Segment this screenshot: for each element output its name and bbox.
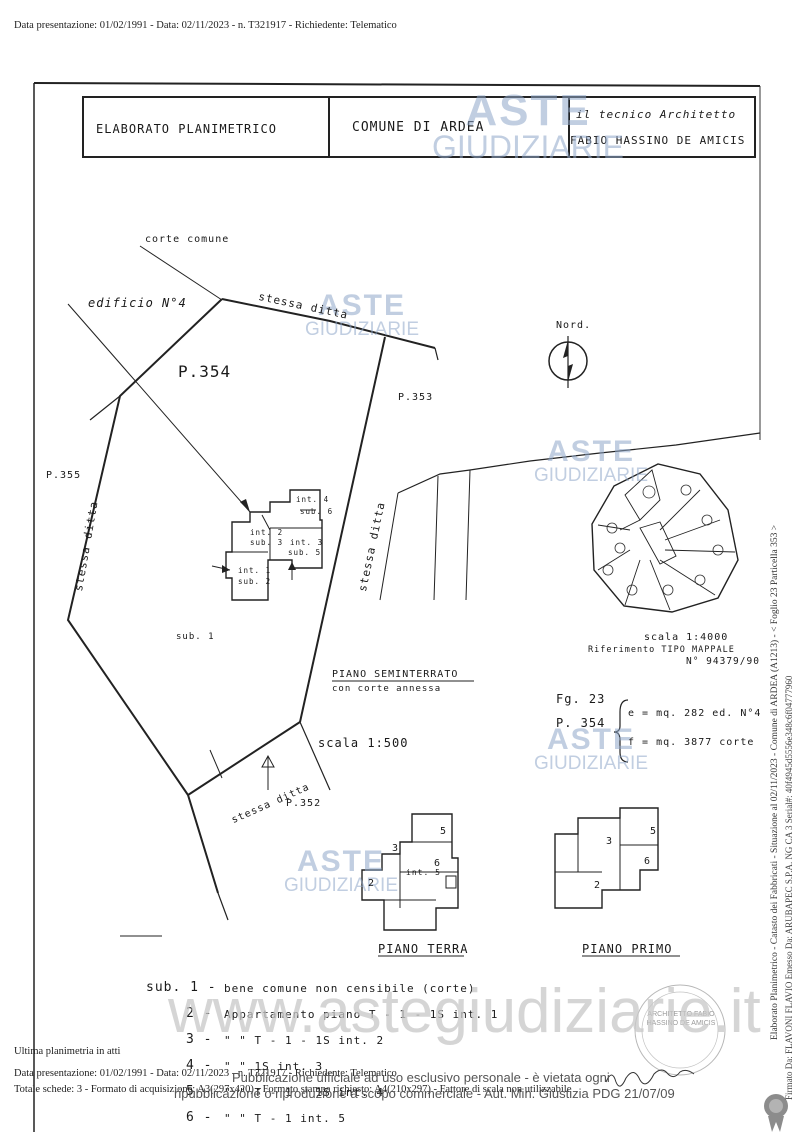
sub-list-text-3: " " T - 1 - 1S int. 2 xyxy=(224,1034,385,1047)
numero-tipo-label: N° 94379/90 xyxy=(686,656,760,667)
sub-list-text-1: bene comune non censibile (corte) xyxy=(224,982,476,995)
sub-list-num-1: sub. 1 - xyxy=(146,980,217,995)
title-block: ELABORATO PLANIMETRICO COMUNE DI ARDEA i… xyxy=(82,96,756,158)
sub-list-num-6: 6 - xyxy=(186,1110,213,1125)
nord-label: Nord. xyxy=(556,320,592,331)
floor-primo-n3: 3 xyxy=(606,836,614,847)
sub5-label: sub. 5 xyxy=(288,548,322,557)
elaborato-title: ELABORATO PLANIMETRICO xyxy=(96,122,277,136)
title-cell-tecnico: il tecnico Architetto FABIO HASSINO DE A… xyxy=(570,98,754,156)
floor-terra-n3: 3 xyxy=(392,843,400,854)
legend-f-label: f = mq. 3877 corte xyxy=(628,737,755,748)
header-line: Data presentazione: 01/02/1991 - Data: 0… xyxy=(14,20,397,31)
publication-notice-2: ripubblicazione o riproduzione a scopo c… xyxy=(174,1086,675,1101)
piano-terra-label: PIANO TERRA xyxy=(378,942,469,956)
stamp-text: ARCHITETTO FABIO HASSINO DE AMICIS xyxy=(646,1011,716,1028)
sub2-label: sub. 2 xyxy=(238,577,272,586)
title-cell-comune: COMUNE DI ARDEA xyxy=(330,98,570,156)
sub3-label: sub. 3 xyxy=(250,538,284,547)
floor-terra-n2: 2 xyxy=(368,878,376,889)
sub-list-text-2: Appartamento piano T - 1 - 1S int. 1 xyxy=(224,1008,499,1021)
publication-notice-1: Pubblicazione ufficiale ad uso esclusivo… xyxy=(232,1070,610,1085)
int3-label: int. 3 xyxy=(290,538,324,547)
floor-primo-n5: 5 xyxy=(650,826,658,837)
sub-list-text-6: " " T - 1 int. 5 xyxy=(224,1112,346,1125)
p354-legend-label: P. 354 xyxy=(556,716,606,730)
floor-primo-n2: 2 xyxy=(594,880,602,891)
title-cell-elaborato: ELABORATO PLANIMETRICO xyxy=(84,98,330,156)
sub-list-num-3: 3 - xyxy=(186,1032,213,1047)
int4-label: int. 4 xyxy=(296,495,330,504)
ultima-planimetria: Ultima planimetria in atti xyxy=(14,1046,121,1057)
sub-list-text-5: " " T - 1 - 1S int. 4 xyxy=(224,1086,385,1099)
p353-label: P.353 xyxy=(398,392,434,403)
int2-label: int. 2 xyxy=(250,528,284,537)
scala-500-label: scala 1:500 xyxy=(318,736,409,750)
sub-list-num-4: 4 - xyxy=(186,1058,213,1073)
floor-primo-n6: 6 xyxy=(644,856,652,867)
legend-e-label: e = mq. 282 ed. N°4 xyxy=(628,708,762,719)
site-watermark: www.astegiudiziarie.it xyxy=(168,977,761,1046)
side-text-firmato: Firmato Da: FLAVONI FLAVIO Emesso Da: AR… xyxy=(784,675,794,1100)
piano-seminterrato-label: PIANO SEMINTERRATO xyxy=(332,669,459,680)
floor-terra-n6: 6 xyxy=(434,858,442,869)
edificio-label: edificio N°4 xyxy=(88,296,187,310)
scala-4000-label: scala 1:4000 xyxy=(644,632,729,643)
footer-line-1: Data presentazione: 01/02/1991 - Data: 0… xyxy=(14,1068,397,1079)
sub-list-num-5: 5 - xyxy=(186,1084,213,1099)
sub6-label: sub. 6 xyxy=(300,507,334,516)
tecnico-line-1: il tecnico Architetto xyxy=(576,108,737,121)
p354-label: P.354 xyxy=(178,362,232,381)
p352-label: P.352 xyxy=(286,798,322,809)
con-corte-label: con corte annessa xyxy=(332,684,442,694)
sub-list-num-2: 2 - xyxy=(186,1006,213,1021)
sub-list-text-4: " " 1S int. 3 xyxy=(224,1060,324,1073)
floor-terra-n5: 5 xyxy=(440,826,448,837)
riferimento-label: Riferimento TIPO MAPPALE xyxy=(588,645,735,655)
footer-line-2: Totale schede: 3 - Formato di acquisizio… xyxy=(14,1084,572,1095)
corte-comune-label: corte comune xyxy=(145,234,230,245)
fg-label: Fg. 23 xyxy=(556,692,606,706)
comune-title: COMUNE DI ARDEA xyxy=(352,120,485,135)
tecnico-line-2: FABIO HASSINO DE AMICIS xyxy=(570,134,746,147)
sub1-label: sub. 1 xyxy=(176,632,215,642)
int1-label: int. 1 xyxy=(238,566,272,575)
p355-label: P.355 xyxy=(46,470,82,481)
floor-terra-int5: int. 5 xyxy=(406,868,441,877)
side-text-catasto: Elaborato Planimetrico - Catasto dei Fab… xyxy=(770,524,780,1040)
piano-primo-label: PIANO PRIMO xyxy=(582,942,673,956)
